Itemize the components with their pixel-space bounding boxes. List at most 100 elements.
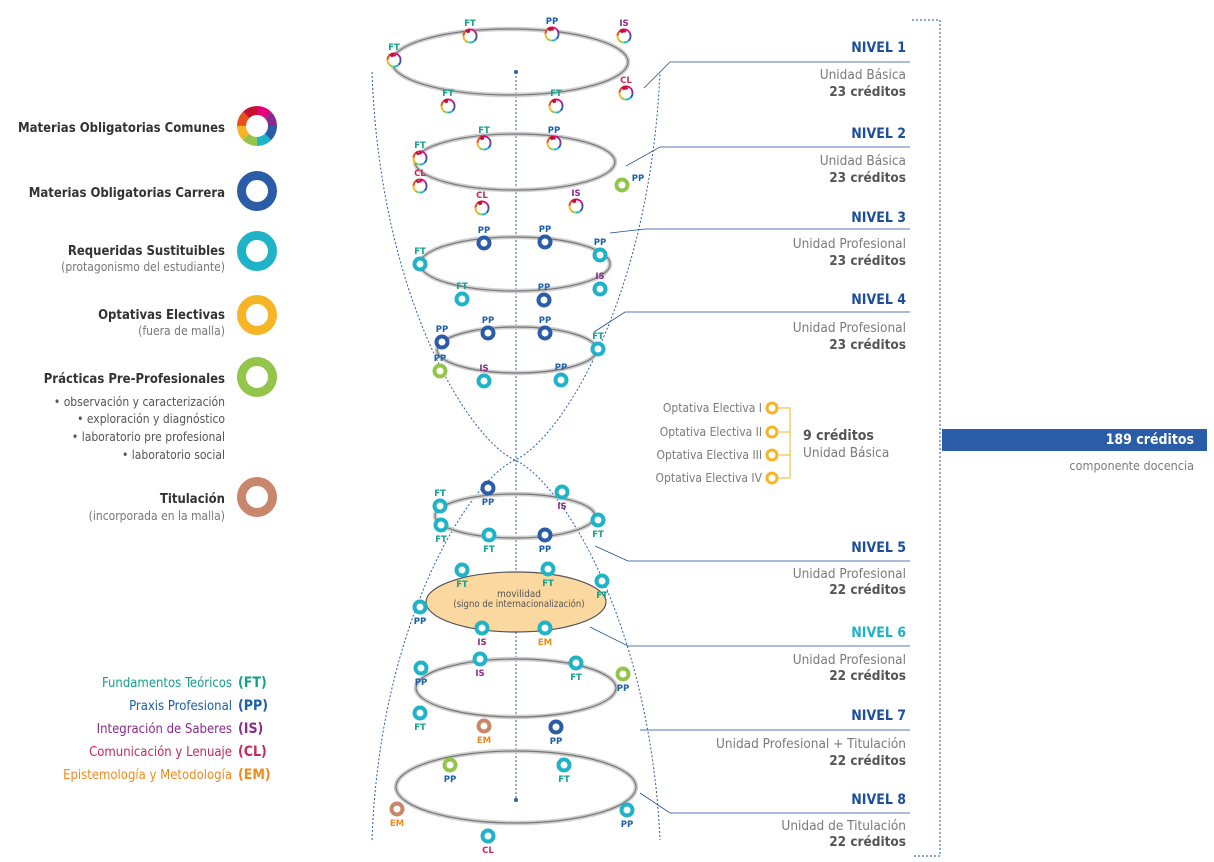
node-ring-em: [537, 620, 553, 636]
elective-3-ring: [765, 448, 779, 462]
level-4-orbit-line: [436, 326, 598, 374]
node-label-ft: FT: [592, 332, 604, 342]
node-ring-pp: [548, 719, 564, 735]
level-1-connector: [643, 61, 910, 89]
node-ring-pp: [615, 666, 631, 682]
legend-sub-optativas: (fuera de malla): [138, 324, 225, 338]
node-ring-ft: [594, 573, 610, 589]
node-ring-ft: [556, 757, 572, 773]
node-ring-is: [474, 620, 490, 636]
level-2-connector: [625, 146, 910, 167]
node-ring-ft: [481, 527, 497, 543]
node-label-pp: PP: [414, 617, 426, 627]
level-6-name: NIVEL 6: [851, 625, 906, 641]
legend-ring-comunes-segment: [237, 106, 277, 146]
node-ring-pp: [413, 660, 429, 676]
axis-bottom-dot: [514, 798, 518, 802]
node-label-ft: FT: [478, 126, 490, 136]
abbr-pp-code: (PP): [238, 698, 268, 714]
level-4-connector: [593, 311, 910, 333]
level-3-credits: 23 créditos: [829, 253, 906, 269]
legend-title-carrera: Materias Obligatorias Carrera: [28, 186, 225, 201]
abbr-cl-code: (CL): [238, 744, 267, 760]
node-label-ft: FT: [592, 530, 604, 540]
electives-bracket: [777, 407, 791, 479]
level-7-credits: 22 créditos: [829, 753, 906, 769]
total-bar: [942, 429, 1207, 451]
node-label-cl: CL: [482, 846, 494, 856]
node-ring-ft: [540, 561, 556, 577]
electives-unit: Unidad Básica: [803, 445, 890, 461]
legend-title-requeridas: Requeridas Sustituibles: [67, 244, 225, 259]
node-ring-ft-segment: [548, 98, 564, 114]
abbr-em-code: (EM): [238, 767, 271, 783]
level-7-name: NIVEL 7: [851, 708, 906, 724]
abbr-pp-label: Praxis Profesional: [129, 699, 232, 714]
node-label-em: EM: [538, 638, 552, 648]
level-6-credits: 22 créditos: [829, 668, 906, 684]
node-ring-ft-segment: [412, 150, 428, 166]
node-label-is: IS: [477, 638, 486, 648]
node-label-pp: PP: [478, 226, 490, 236]
node-label-ft: FT: [414, 141, 426, 151]
abbr-is-code: (IS): [238, 721, 264, 737]
node-label-cl: CL: [414, 169, 426, 179]
node-ring-ft: [433, 517, 449, 533]
node-label-cl: CL: [476, 191, 488, 201]
elective-2-label: Optativa Electiva II: [659, 425, 762, 439]
level-4-name: NIVEL 4: [851, 292, 906, 308]
node-label-pp: PP: [594, 238, 606, 248]
practicas-bullet-3: • laboratorio pre profesional: [71, 430, 225, 444]
level-7-unit: Unidad Profesional + Titulación: [715, 736, 906, 752]
abbr-em-label: Epistemología y Metodología: [63, 768, 232, 783]
abbr-is-label: Integración de Saberes: [96, 722, 232, 737]
total-caption: componente docencia: [1069, 458, 1194, 473]
node-label-pp: PP: [548, 126, 560, 136]
node-ring-ft: [454, 562, 470, 578]
level-4-credits: 23 créditos: [829, 337, 906, 353]
node-ring-pp: [480, 325, 496, 341]
node-ring-pp: [614, 177, 630, 193]
node-label-pp: PP: [539, 316, 551, 326]
practicas-bullet-2: • exploración y diagnóstico: [77, 412, 225, 426]
node-ring-pp: [553, 372, 569, 388]
node-label-ft: FT: [414, 723, 426, 733]
level-2-orbit-line: [414, 133, 616, 191]
level-2-credits: 23 créditos: [829, 170, 906, 186]
node-label-is: IS: [595, 272, 604, 282]
elective-1-label: Optativa Electiva I: [662, 401, 762, 415]
node-label-ft: FT: [570, 673, 582, 683]
node-ring-is: [476, 373, 492, 389]
node-ring-ft: [412, 256, 428, 272]
node-ring-cl: [480, 828, 496, 844]
node-label-ft: FT: [596, 591, 608, 601]
level-7-orbit-line: [415, 658, 617, 718]
node-label-is: IS: [479, 364, 488, 374]
level-5-unit: Unidad Profesional: [792, 566, 906, 582]
level-5-credits: 22 créditos: [829, 582, 906, 598]
level-5-orbit-line: [434, 493, 596, 539]
node-label-ft: FT: [435, 535, 447, 545]
node-label-ft: FT: [550, 89, 562, 99]
node-label-pp: PP: [539, 545, 551, 555]
node-ring-pp-segment: [546, 135, 562, 151]
node-ring-ft: [568, 655, 584, 671]
node-label-pp: PP: [617, 684, 629, 694]
node-ring-ft: [590, 512, 606, 528]
level-2-name: NIVEL 2: [851, 126, 906, 142]
node-label-pp: PP: [482, 498, 494, 508]
node-label-ft: FT: [456, 580, 468, 590]
node-ring-pp: [537, 325, 553, 341]
level-2-unit: Unidad Básica: [819, 153, 906, 169]
legend-ring-titulacion: [237, 477, 277, 517]
movilidad-subtitle: (signo de internacionalización): [453, 599, 585, 610]
legend-ring-comunes-segment: [237, 106, 277, 146]
node-ring-pp: [536, 292, 552, 308]
level-5-connector: [594, 545, 910, 562]
legend-ring-comunes-segment: [237, 106, 277, 146]
node-ring-ft-segment: [462, 28, 478, 44]
node-ring-pp: [592, 247, 608, 263]
level-3-orbit-line: [419, 236, 611, 292]
practicas-bullet-4: • laboratorio social: [121, 448, 225, 462]
node-label-pp: PP: [632, 174, 644, 184]
